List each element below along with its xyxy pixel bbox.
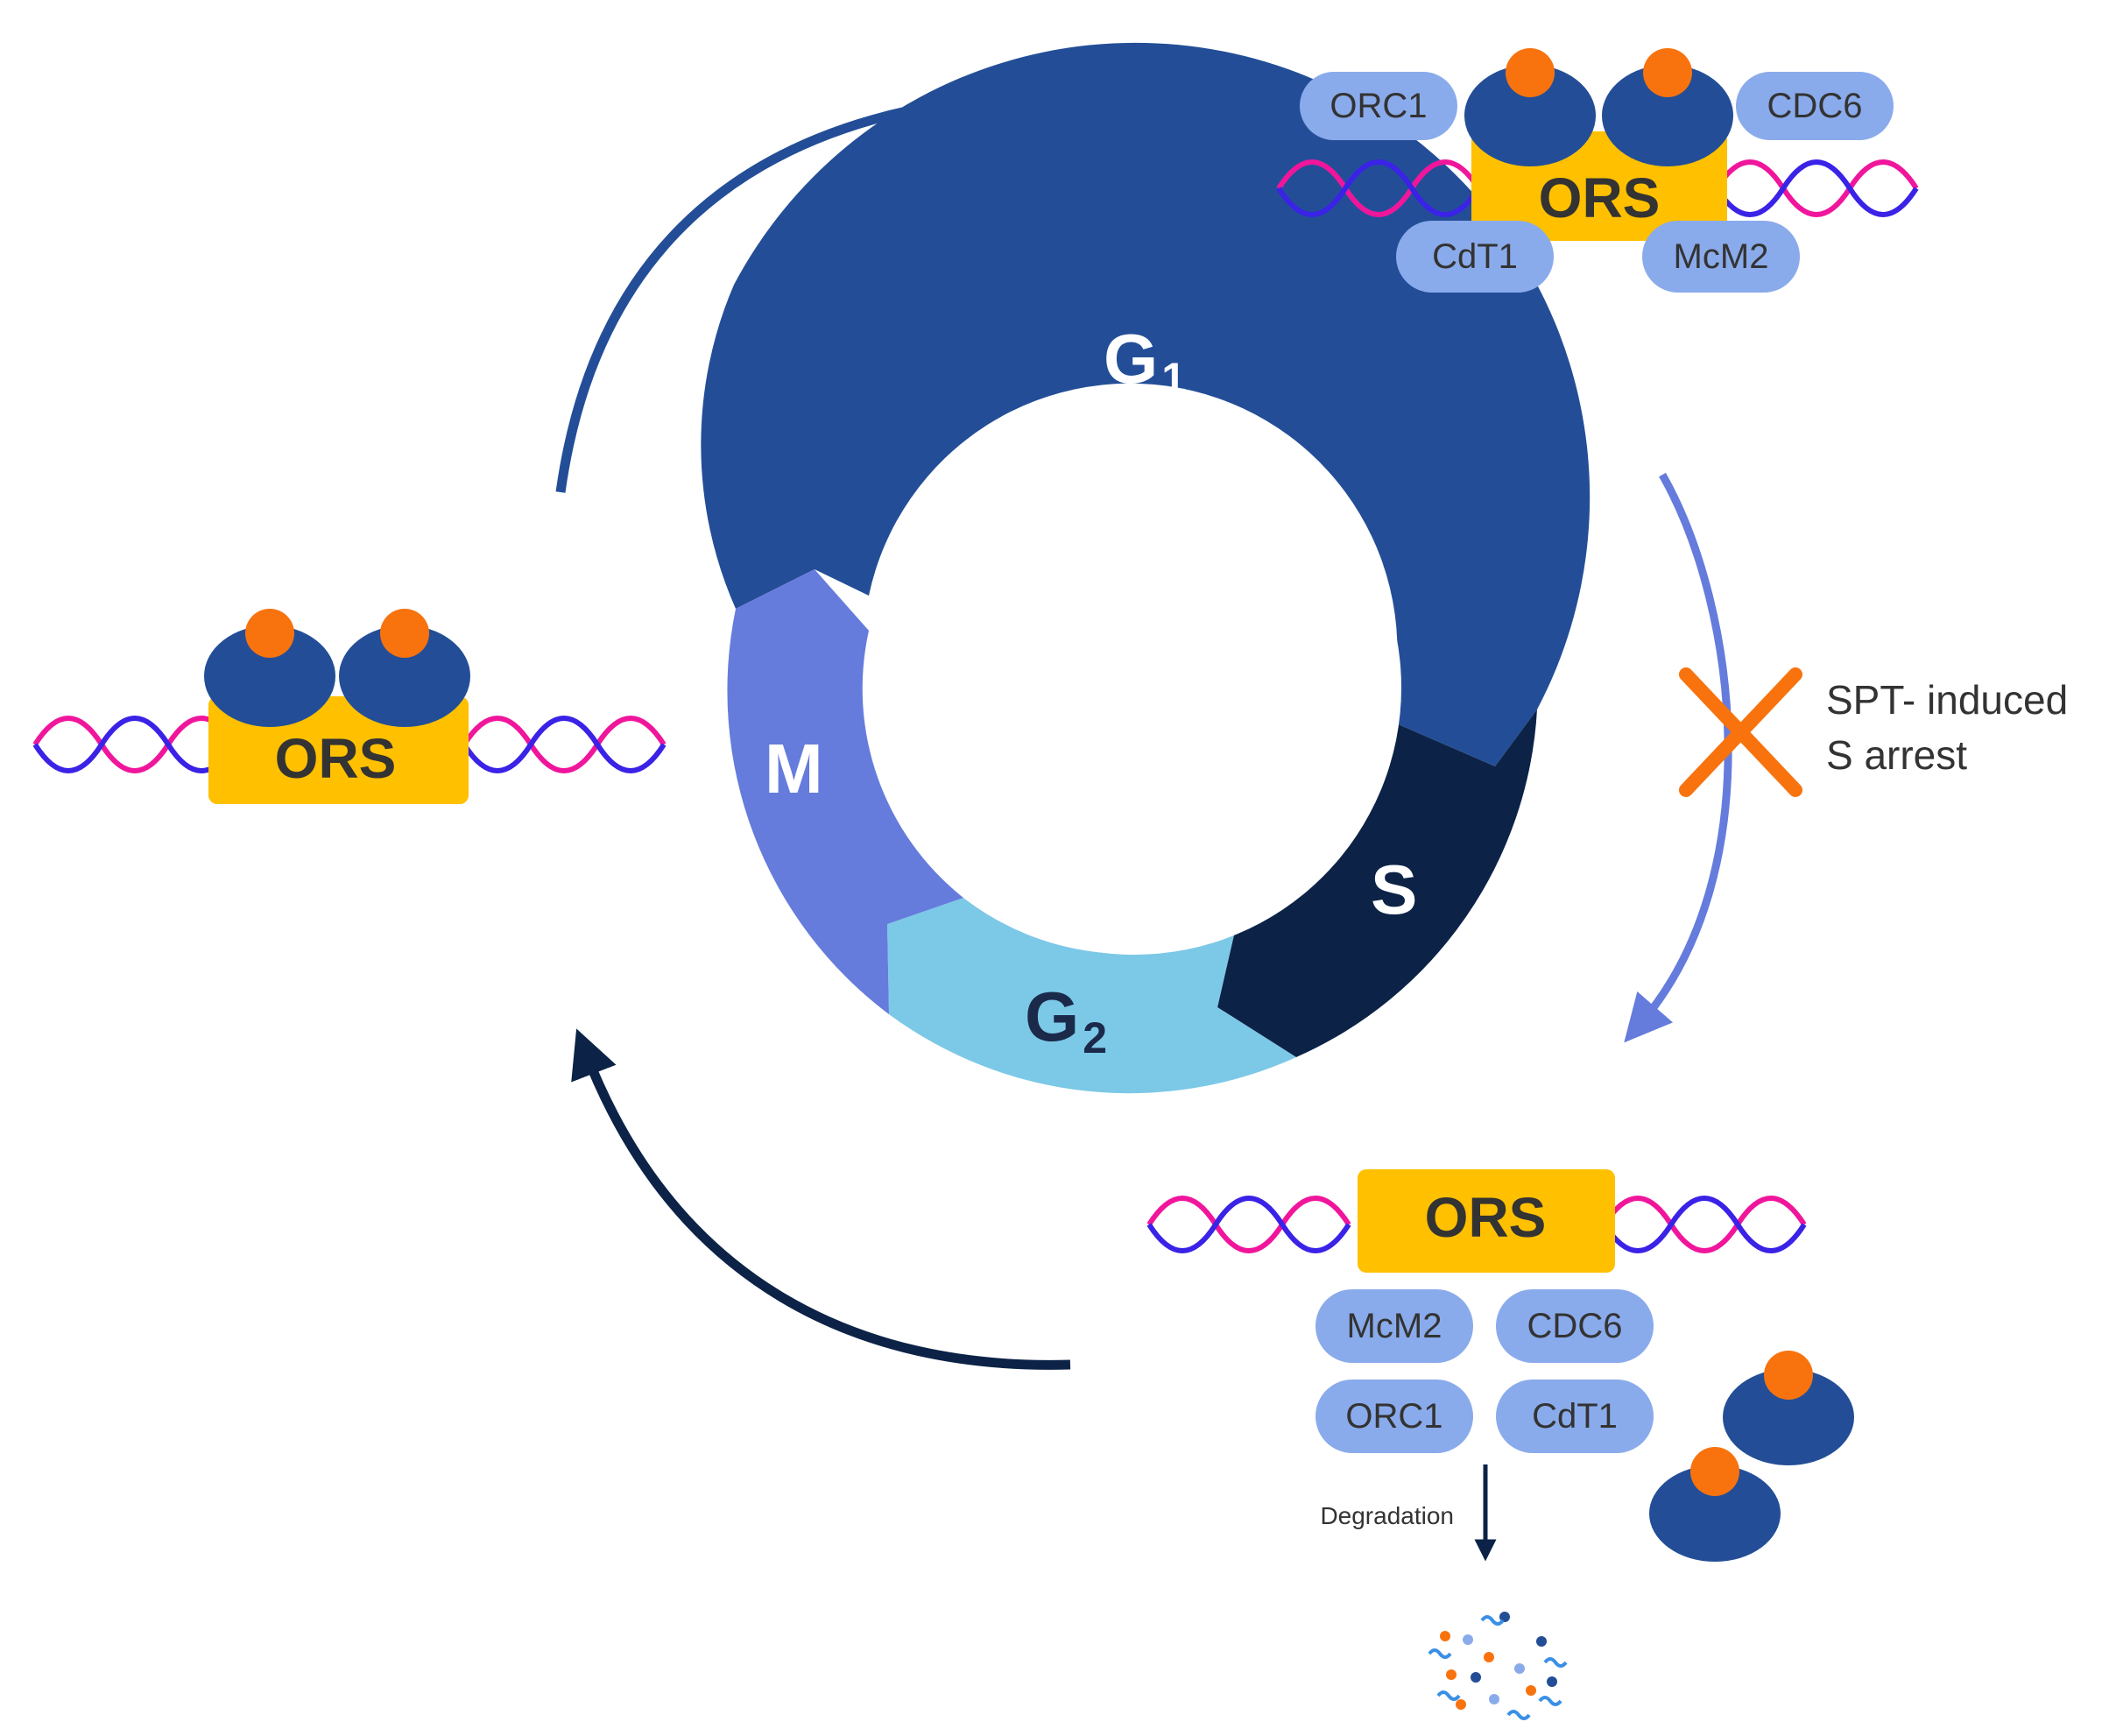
ring-segment-s xyxy=(1217,709,1537,1057)
phase-label-g2: G2 xyxy=(1025,977,1107,1062)
top-mcm2-pill xyxy=(1642,221,1800,293)
ring-segment-m xyxy=(727,569,963,1014)
phase-label-s: S xyxy=(1371,850,1417,928)
top-cdt1-pill xyxy=(1396,221,1554,293)
left-mcm-right-orange-dot xyxy=(380,609,429,658)
left-mcm-left-orange-dot xyxy=(245,609,294,658)
released-mcm-lower-orange-dot xyxy=(1690,1447,1739,1496)
left-dna-helix xyxy=(32,716,667,773)
top-mcm-right-orange-dot xyxy=(1643,48,1692,97)
bottom-cdt1-pill xyxy=(1496,1380,1654,1453)
top-mcm-protein-right xyxy=(1602,48,1733,166)
phase-label-g1: G1 xyxy=(1104,320,1186,403)
arrow-to-top-complex xyxy=(555,74,1032,493)
top-orc1-pill xyxy=(1300,72,1457,140)
arrow-to-left-complex xyxy=(571,1028,1071,1370)
bottom-dna-helix xyxy=(1146,1196,1807,1253)
bottom-orc1-label: ORC1 xyxy=(1345,1397,1442,1436)
bottom-cdt1-label: CdT1 xyxy=(1532,1397,1618,1436)
bottom-orc1-pill xyxy=(1315,1380,1473,1453)
top-mcm2-label: McM2 xyxy=(1674,237,1769,276)
released-mcm-protein-lower xyxy=(1649,1447,1781,1562)
top-ors-label: ORS xyxy=(1539,166,1661,229)
top-orc1-label: ORC1 xyxy=(1330,87,1427,125)
bottom-mcm2-label: McM2 xyxy=(1347,1307,1442,1345)
top-mcm-protein-left xyxy=(1464,48,1596,166)
top-dna-helix xyxy=(1276,159,1919,217)
bottom-ors-box xyxy=(1358,1169,1615,1273)
block-cross-icon xyxy=(1679,667,1802,797)
top-mcm-left-orange-dot xyxy=(1506,48,1555,97)
phase-label-m: M xyxy=(765,730,823,808)
released-mcm-upper-orange-dot xyxy=(1764,1351,1813,1400)
ring-segment-g1 xyxy=(701,42,1591,766)
bottom-mcm2-pill xyxy=(1315,1289,1473,1363)
degradation-label: Degradation xyxy=(1320,1502,1454,1529)
released-mcm-protein-upper xyxy=(1723,1351,1854,1465)
block-label-line2: S arrest xyxy=(1826,732,1967,778)
top-cdt1-label: CdT1 xyxy=(1432,237,1518,276)
bottom-ors-label: ORS xyxy=(1425,1186,1547,1249)
left-mcm-protein-left xyxy=(204,609,335,727)
ring-hole xyxy=(867,420,1401,955)
left-mcm-protein-right xyxy=(339,609,470,727)
cell-cycle-ring xyxy=(701,42,1591,1094)
block-label-line1: SPT- induced xyxy=(1826,677,2068,723)
degradation-debris xyxy=(1428,1612,1568,1720)
top-cdc6-pill xyxy=(1736,72,1894,140)
left-ors-label: ORS xyxy=(275,727,397,790)
top-cdc6-label: CDC6 xyxy=(1767,87,1863,125)
bottom-cdc6-pill xyxy=(1496,1289,1654,1363)
bottom-cdc6-label: CDC6 xyxy=(1527,1307,1623,1345)
